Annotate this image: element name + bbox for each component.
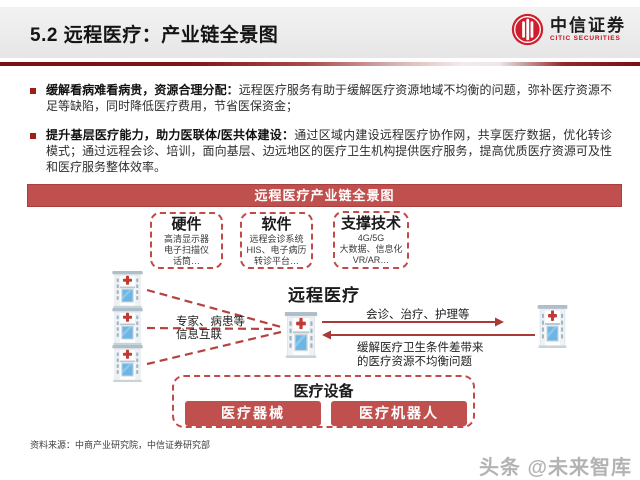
info-link-note: 专家、病患等 信息互联 (176, 316, 245, 342)
bullet-lead: 提升基层医疗能力，助力医联体/医共体建设： (46, 128, 295, 142)
support-tech-item: 4G/5G (357, 233, 385, 243)
support-tech-box: 支撑技术 4G/5G 大数据、信息化 VR/AR… (333, 211, 409, 269)
summary-bullets: 缓解看病难看病贵，资源合理分配：远程医疗服务有助于缓解医疗资源地域不均衡的问题，… (30, 82, 612, 188)
header-divider (0, 62, 640, 66)
bullet-square-icon (30, 133, 36, 139)
hardware-box-title: 硬件 (171, 216, 202, 233)
software-item: 远程会诊系统 (249, 234, 304, 244)
software-item: 转诊平台… (253, 256, 299, 266)
software-box: 软件 远程会诊系统 HIS、电子病历 转诊平台… (240, 212, 313, 269)
bullet-text: 缓解看病难看病贵，资源合理分配：远程医疗服务有助于缓解医疗资源地域不均衡的问题，… (46, 82, 612, 114)
bullet-item: 缓解看病难看病贵，资源合理分配：远程医疗服务有助于缓解医疗资源地域不均衡的问题，… (30, 82, 612, 114)
bullet-square-icon (30, 88, 36, 94)
info-link-note-line2: 信息互联 (176, 329, 222, 341)
logo-text: 中信证券 CITIC SECURITIES (550, 17, 626, 43)
page-title: 5.2 远程医疗：产业链全景图 (30, 25, 279, 46)
hospital-icon-right (536, 305, 569, 348)
imbalance-caption: 缓解医疗卫生条件差带来 的医疗资源不均衡问题 (357, 342, 484, 369)
medical-robots-chip: 医疗机器人 (331, 401, 467, 426)
hospital-icon (109, 308, 146, 345)
medical-devices-chip: 医疗器械 (185, 401, 321, 426)
bullet-item: 提升基层医疗能力，助力医联体/医共体建设：通过区域内建设远程医疗协作网，共享医疗… (30, 127, 612, 175)
hospital-icon (109, 345, 146, 382)
citic-logo: 中信证券 CITIC SECURITIES (511, 13, 626, 46)
bullet-body: 远程医疗服务有助于缓解医疗资源地域不均衡的问题，弥补医疗资源不足等缺陷，同时降低… (46, 83, 612, 113)
software-item: HIS、电子病历 (246, 245, 307, 255)
support-tech-item: 大数据、信息化 (339, 244, 403, 254)
logo-en: CITIC SECURITIES (550, 34, 621, 42)
support-tech-box-title: 支撑技术 (340, 215, 401, 232)
telemedicine-label: 远程医疗 (288, 286, 360, 305)
imbalance-caption-line1: 缓解医疗卫生条件差带来 (357, 342, 484, 354)
bullet-lead: 缓解看病难看病贵，资源合理分配： (46, 83, 239, 97)
bullet-text: 提升基层医疗能力，助力医联体/医共体建设：通过区域内建设远程医疗协作网，共享医疗… (46, 127, 612, 175)
imbalance-caption-line2: 的医疗资源不均衡问题 (357, 355, 472, 368)
arrow-label: 会诊、治疗、护理等 (366, 309, 470, 321)
hardware-item: 话筒… (172, 256, 200, 266)
hardware-box: 硬件 高清显示器 电子扫描仪 话筒… (150, 212, 223, 269)
hospital-icon (109, 271, 146, 308)
support-tech-item: VR/AR… (352, 255, 390, 265)
watermark: 头条 @未来智库 (478, 457, 632, 479)
software-box-title: 软件 (261, 216, 292, 233)
citic-logo-icon (511, 13, 544, 46)
medical-equipment-box: 医疗设备 医疗器械 医疗机器人 (172, 375, 475, 428)
source-note: 资料来源：中商产业研究院，中信证券研究部 (30, 440, 211, 450)
hospital-icon-center (283, 312, 319, 358)
hardware-item: 电子扫描仪 (163, 245, 209, 255)
hardware-item: 高清显示器 (163, 234, 209, 244)
bullet-body: 通过区域内建设远程医疗协作网，共享医疗数据，优化转诊模式；通过远程会诊、培训，面… (46, 128, 612, 174)
logo-zh: 中信证券 (550, 15, 626, 35)
diagram-banner: 远程医疗产业链全景图 (27, 184, 622, 207)
medical-equipment-title: 医疗设备 (293, 383, 354, 400)
info-link-note-line1: 专家、病患等 (176, 316, 245, 328)
